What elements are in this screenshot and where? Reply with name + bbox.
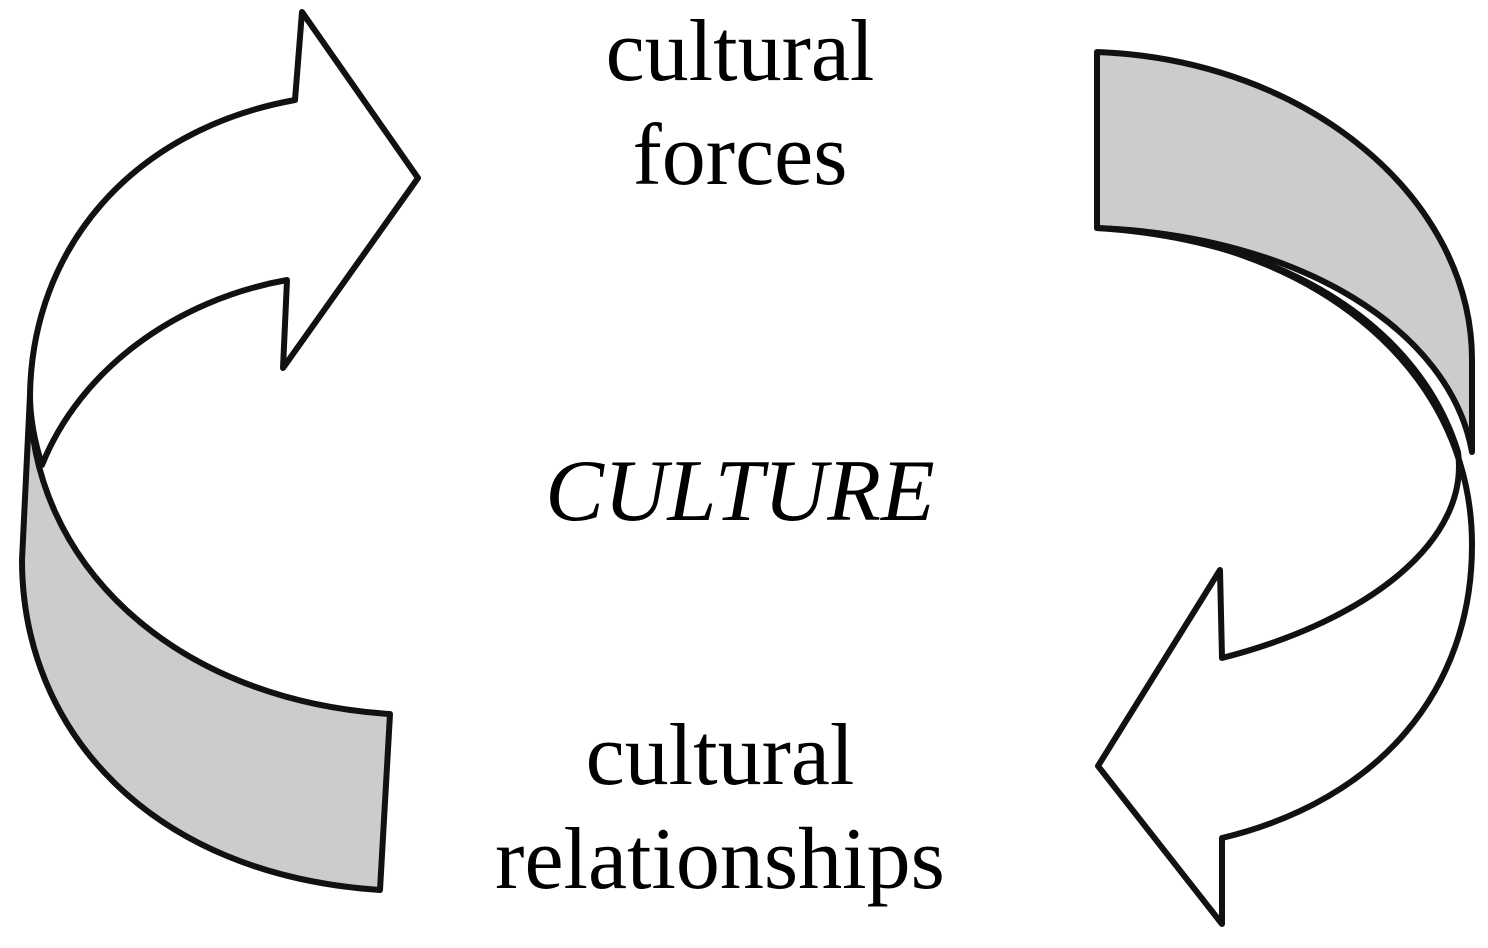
- label-top-line2: forces: [632, 107, 848, 204]
- label-culture: CULTURE: [480, 440, 1000, 544]
- left-arrow-icon: [27, 9, 421, 468]
- left-arrow-band: [19, 392, 393, 893]
- label-bottom-line2: relationships: [495, 811, 945, 908]
- label-top-line1: cultural: [605, 3, 875, 100]
- right-arrow-band: [1094, 49, 1475, 455]
- label-cultural-forces: cultural forces: [540, 0, 940, 208]
- label-cultural-relationships: cultural relationships: [440, 704, 1000, 912]
- right-arrow-icon: [1094, 225, 1475, 927]
- label-center-text: CULTURE: [545, 443, 935, 540]
- label-bottom-line1: cultural: [585, 707, 855, 804]
